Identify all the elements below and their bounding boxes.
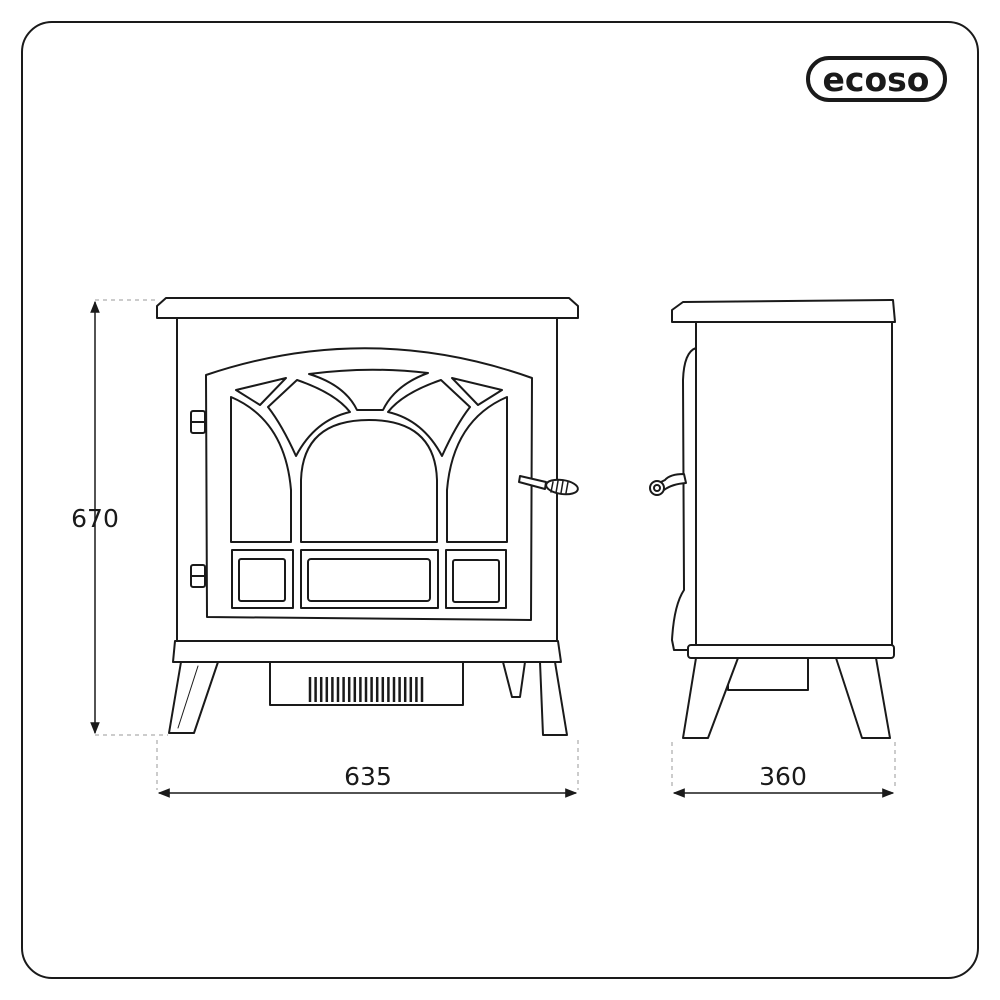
window-arch-right bbox=[387, 379, 471, 457]
window-corner-right bbox=[451, 377, 503, 406]
logo-text: ecoso bbox=[823, 60, 930, 99]
window-corner-left bbox=[235, 377, 287, 406]
side-body bbox=[695, 321, 893, 646]
side-view bbox=[649, 299, 896, 739]
top-slab bbox=[156, 297, 579, 319]
panel-right bbox=[445, 549, 507, 609]
door-handle bbox=[518, 475, 547, 490]
panel-left bbox=[231, 549, 294, 609]
leg-front-left bbox=[168, 661, 219, 734]
side-door-profile bbox=[671, 347, 697, 651]
panel-center bbox=[300, 549, 439, 609]
dimension-width: 635 bbox=[156, 740, 579, 798]
leg-back-right bbox=[502, 661, 526, 698]
front-view bbox=[156, 297, 579, 736]
side-top-slab bbox=[671, 299, 896, 323]
window-top bbox=[308, 368, 429, 411]
base-plinth bbox=[172, 640, 562, 663]
heater-vent bbox=[308, 677, 424, 702]
dimension-depth: 360 bbox=[671, 742, 896, 798]
door bbox=[205, 347, 533, 621]
side-base bbox=[687, 644, 895, 659]
window-right bbox=[446, 396, 508, 543]
window-arch-left bbox=[267, 379, 351, 457]
window-left bbox=[230, 396, 292, 543]
leg-front-right bbox=[539, 661, 568, 736]
depth-label: 360 bbox=[759, 762, 807, 791]
side-leg-right bbox=[835, 657, 891, 739]
ecoso-logo: ecoso bbox=[806, 56, 947, 102]
dimension-height: 670 bbox=[71, 299, 168, 736]
window-center bbox=[300, 419, 438, 543]
width-label: 635 bbox=[344, 762, 392, 791]
side-leg-left bbox=[682, 657, 739, 739]
side-heater-box bbox=[727, 657, 809, 691]
height-label: 670 bbox=[71, 504, 119, 533]
frame-border bbox=[21, 21, 979, 979]
